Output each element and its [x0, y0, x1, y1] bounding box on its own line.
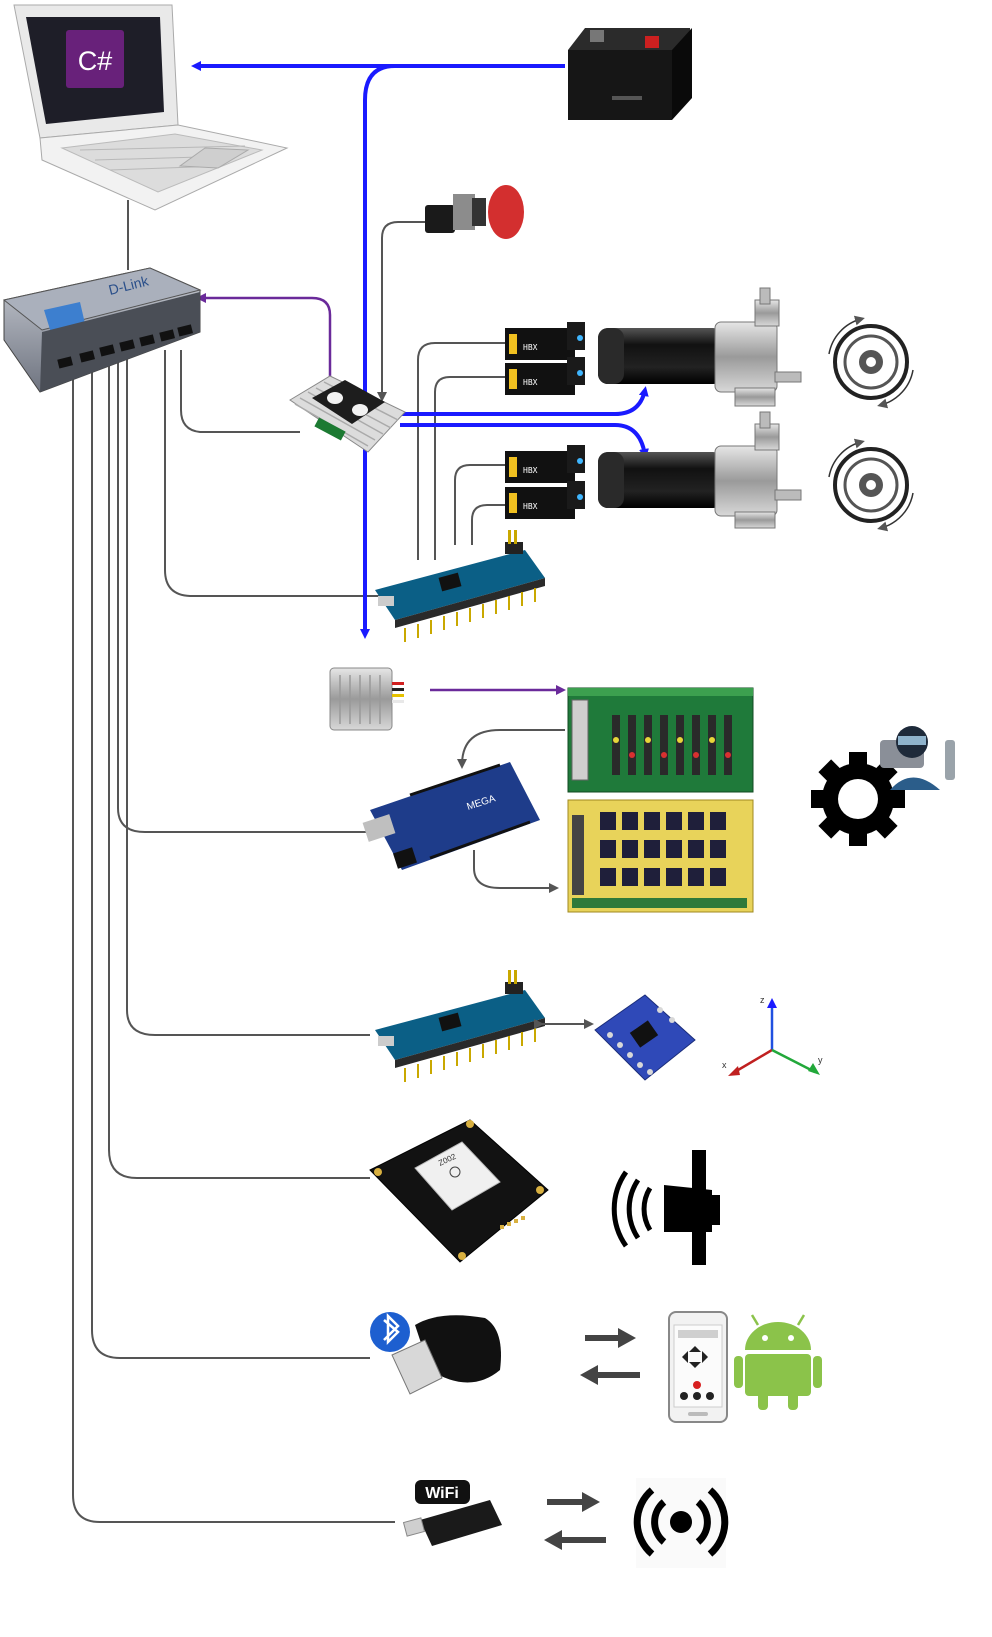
power-lines — [191, 61, 649, 639]
wifi-badge-label: WiFi — [425, 1485, 459, 1502]
cable-enc3-arduino — [454, 464, 505, 545]
bluetooth-badge — [370, 1312, 410, 1352]
smartphone — [668, 1311, 728, 1423]
cable-hub-driver — [180, 350, 300, 433]
arduino-micro-imu — [375, 970, 545, 1082]
cable-enc2-arduino — [434, 376, 505, 560]
wifi-exchange-arrows — [544, 1492, 606, 1550]
encoder-2-label: HBX — [523, 378, 538, 387]
encoders: HBX HBX HBX HBX — [505, 322, 585, 519]
cable-mega-relay — [473, 850, 559, 893]
gps-signal-icon — [611, 1150, 720, 1265]
cable-hub-mega — [117, 350, 370, 833]
cable-enc4-arduino — [471, 504, 505, 545]
wireless-broadcast-icon — [633, 1478, 729, 1568]
cable-hub-bluetooth — [91, 350, 370, 1359]
relay-board-yellow — [567, 799, 754, 913]
voltage-regulator — [329, 667, 404, 731]
cable-enc1-arduino — [417, 342, 505, 560]
xyz-axes: z x y — [722, 995, 823, 1076]
bluetooth-dongle — [370, 1312, 501, 1395]
wheel-2 — [828, 438, 914, 532]
csharp-logo — [66, 30, 124, 88]
encoder-4-label: HBX — [523, 502, 538, 511]
emergency-stop-cap — [488, 185, 524, 239]
signal-lines — [196, 293, 566, 695]
power-driver-motor1 — [400, 386, 649, 416]
android-icon — [734, 1314, 822, 1410]
motor-1 — [598, 287, 802, 407]
maintenance-icon — [811, 726, 955, 846]
encoder-1: HBX — [505, 322, 585, 360]
axis-x-label: x — [722, 1060, 727, 1070]
cable-hub-arduino-micro — [164, 350, 380, 597]
gear-icon — [811, 752, 905, 846]
cable-hub-wifi — [72, 350, 395, 1523]
imu-sensor — [594, 994, 696, 1081]
cable-io-mega — [457, 729, 565, 769]
bt-exchange-arrows — [580, 1328, 640, 1385]
motor-2 — [598, 411, 802, 529]
cable-estop-driver — [377, 221, 428, 402]
encoder-3-label: HBX — [523, 466, 538, 475]
encoder-1-label: HBX — [523, 343, 538, 352]
signal-driver-hub — [196, 293, 332, 390]
emergency-stop — [425, 185, 524, 239]
csharp-logo-text: C# — [78, 46, 113, 76]
axis-z-label: z — [760, 995, 765, 1005]
cables — [72, 200, 565, 1523]
power-driver-motor2 — [400, 423, 649, 459]
gps-module: Z002 — [369, 1119, 549, 1263]
axis-y-label: y — [818, 1055, 823, 1065]
encoder-2: HBX — [505, 357, 585, 395]
car-battery — [568, 28, 692, 120]
arduino-mega: MEGA — [362, 762, 540, 870]
laptop: C# — [13, 4, 289, 211]
mechanic-icon — [880, 726, 955, 790]
usb-hub: D-Link — [2, 267, 202, 393]
encoder-4: HBX — [505, 481, 585, 519]
wheel-1 — [828, 315, 914, 409]
motor-driver — [289, 375, 406, 453]
wifi-dongle: WiFi — [402, 1480, 502, 1546]
cable-hub-gps — [108, 350, 370, 1179]
encoder-3: HBX — [505, 445, 585, 483]
arduino-micro — [375, 530, 545, 642]
io-board-green — [567, 687, 754, 793]
cable-hub-imu-arduino — [126, 350, 370, 1036]
power-main-trunk — [360, 64, 396, 639]
wifi-badge: WiFi — [415, 1480, 470, 1504]
